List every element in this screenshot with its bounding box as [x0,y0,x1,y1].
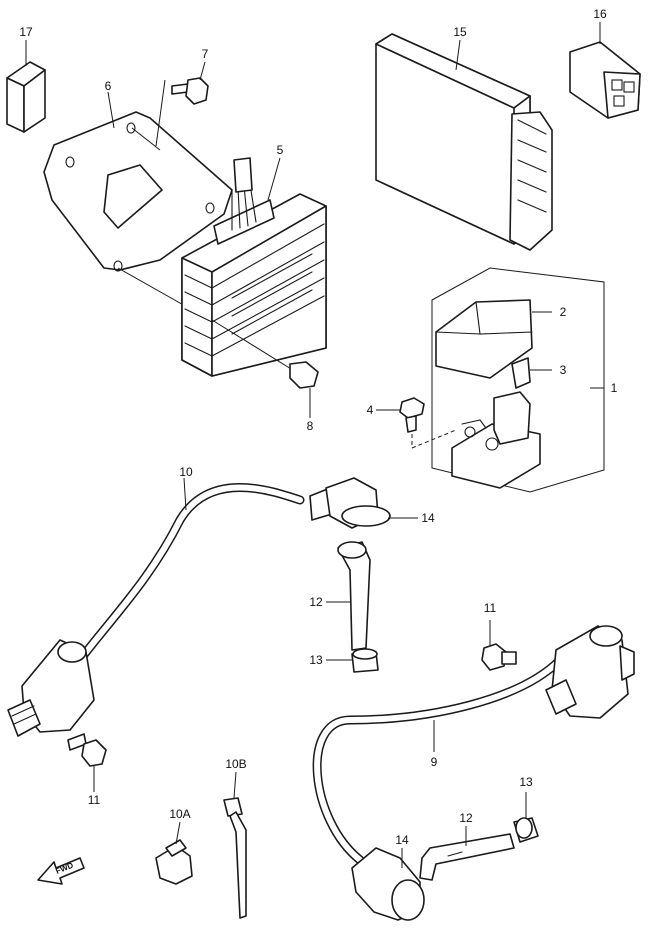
part-15-control-unit [375,33,553,251]
part-1-relay-assembly [431,267,605,493]
callout-15: 15 [453,25,467,39]
callout-3: 3 [560,363,567,377]
part-5-regulator [181,157,327,377]
callout-17: 17 [19,25,33,39]
callout-11-right: 11 [484,601,497,615]
part-6-bracket [43,79,233,321]
callout-4: 4 [367,403,374,417]
callout-2: 2 [560,305,567,319]
part-8-screw [211,319,319,418]
callout-8: 8 [307,419,314,433]
part-11-bolt-left [67,733,107,792]
part-4-screw [376,397,457,449]
callout-9: 9 [431,755,438,769]
callout-16: 16 [593,7,607,21]
part-12-plug-tube-lower [419,826,515,881]
part-16-connector [569,22,641,119]
callout-13-upper: 13 [309,653,323,667]
part-10b-cable-tie [223,771,247,919]
part-7-screw [171,61,209,105]
callout-14-upper: 14 [421,511,435,525]
callout-12-upper: 12 [309,595,323,609]
callout-11-left: 11 [88,793,101,807]
part-13-ring-upper [326,648,379,673]
part-14-plug-cap-upper [309,477,418,529]
part-12-plug-tube-upper [326,541,371,651]
callout-labels: 17 6 7 5 15 16 2 3 1 4 8 10 14 12 11 13 … [19,7,617,847]
callout-6: 6 [105,79,112,93]
part-11-bolt-right [481,620,517,671]
part-10a-clamp [155,821,193,885]
callout-10: 10 [179,465,193,479]
callout-13-lower: 13 [519,775,533,789]
part-13-ring-lower [513,792,539,843]
callout-5: 5 [277,143,284,157]
callout-7: 7 [202,47,209,61]
part-17-label [6,40,46,133]
starter-relay-body [451,391,541,489]
callout-14-lower: 14 [395,833,409,847]
part-2-relay-cover [435,299,552,379]
callout-12-lower: 12 [459,811,473,825]
part-14-plug-cap-lower [351,847,425,921]
callout-10b: 10B [225,757,246,771]
part-9-ignition-coil [312,625,635,865]
callout-10a: 10A [169,807,190,821]
part-3-fuse [511,357,552,389]
callout-1: 1 [611,381,618,395]
part-10-ignition-coil [7,477,305,737]
forward-arrow-icon: FWD [37,857,85,885]
